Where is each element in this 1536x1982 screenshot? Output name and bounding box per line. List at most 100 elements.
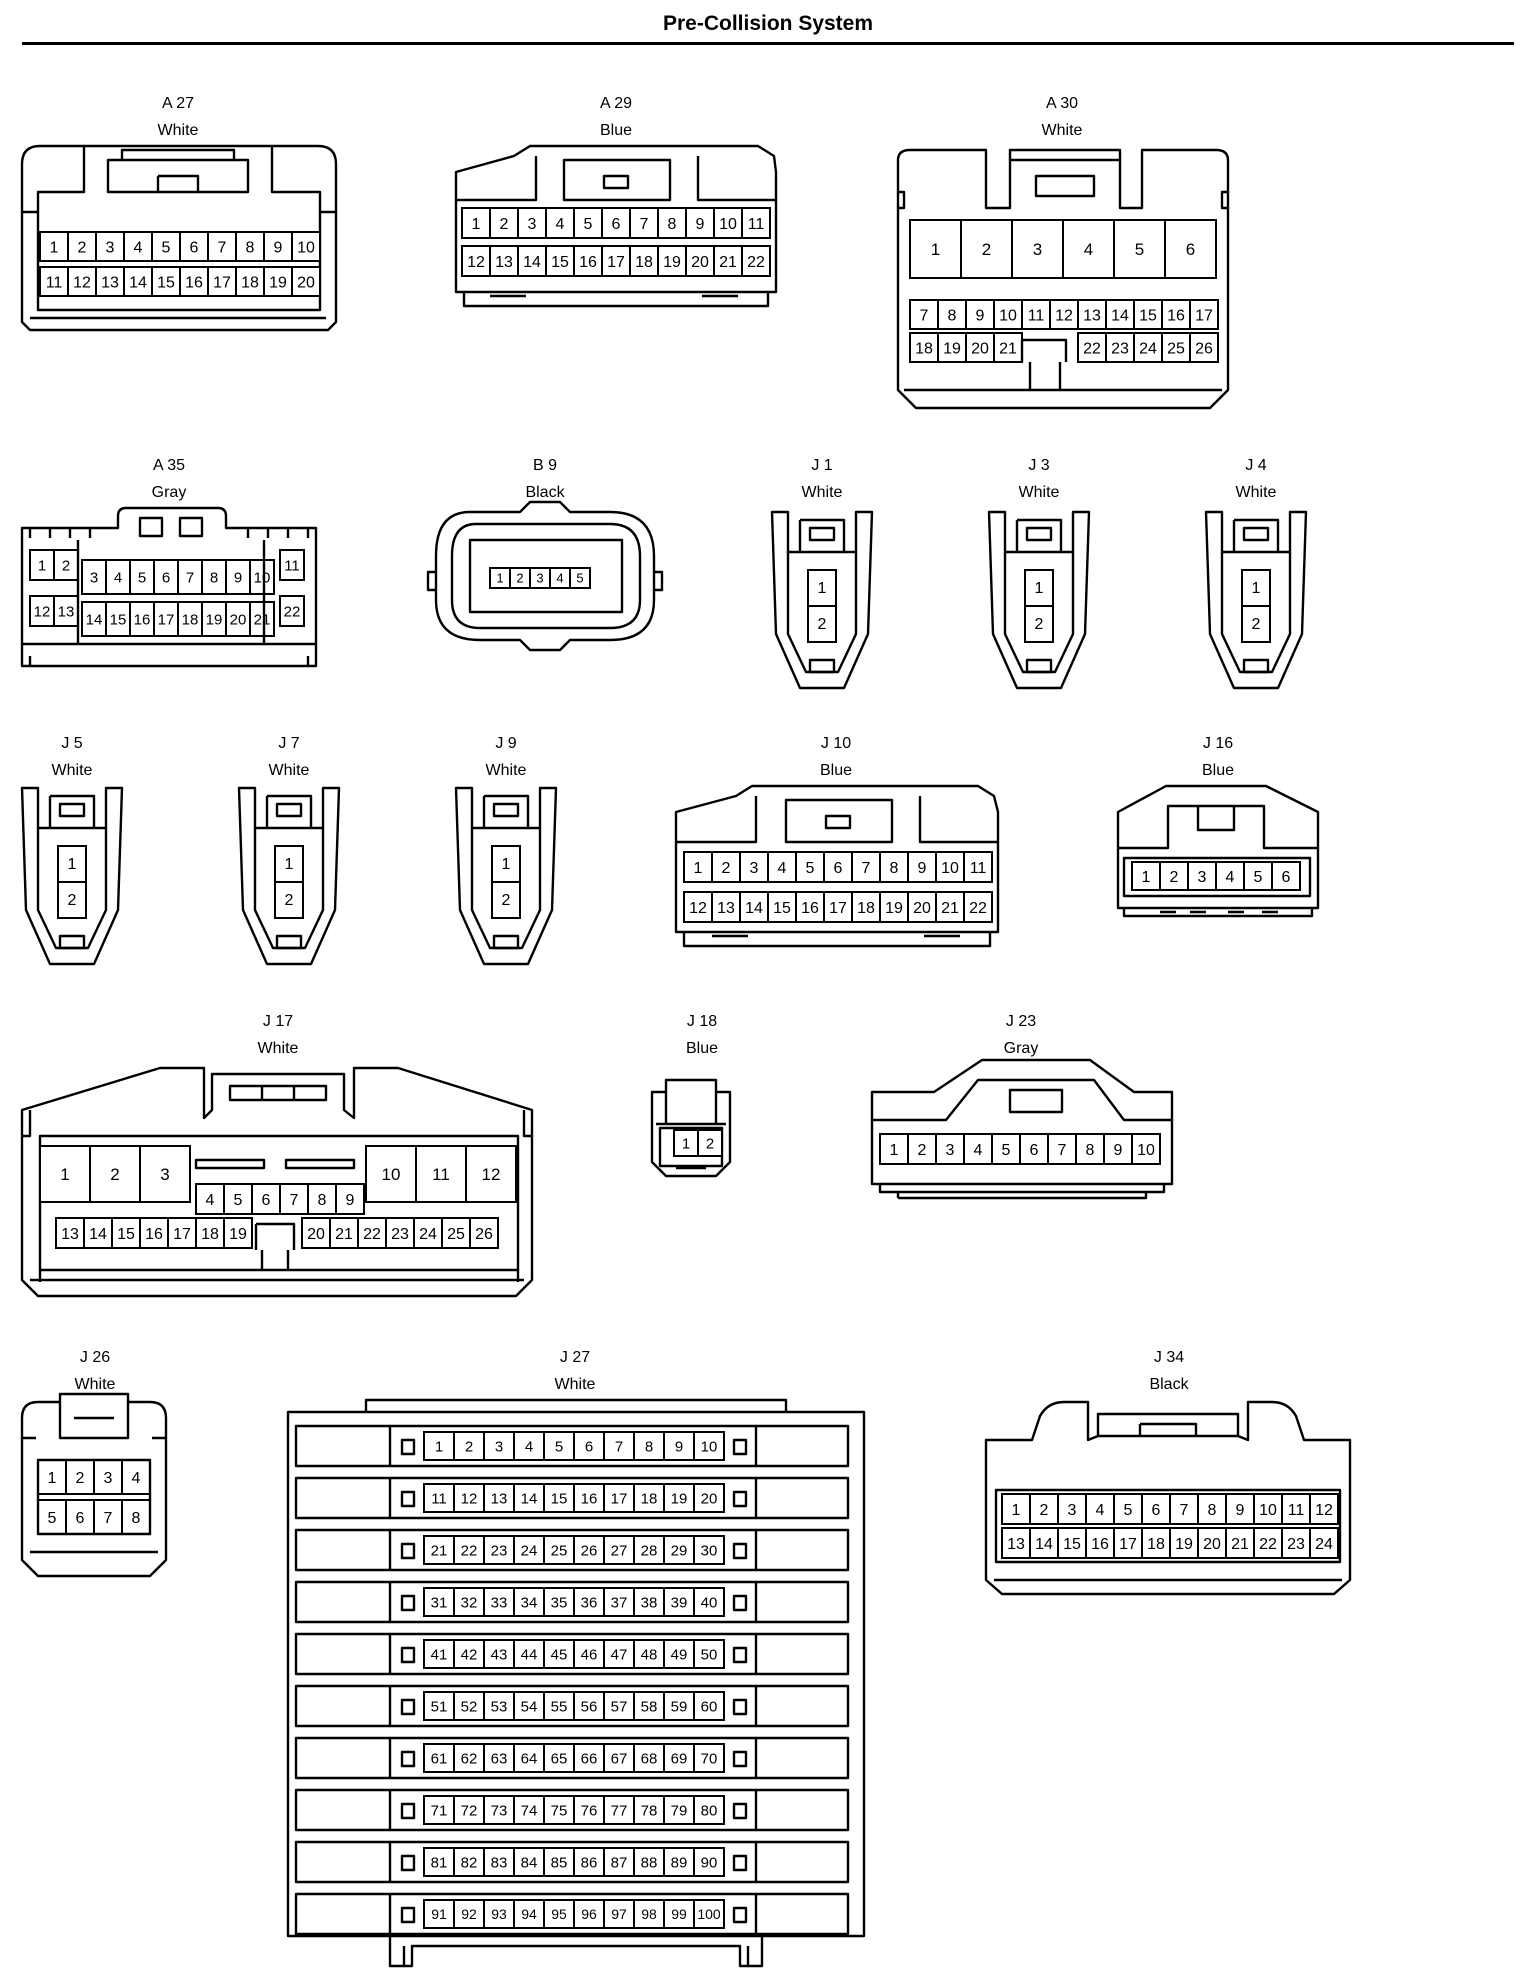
pin-cavity [569,567,591,589]
connector-outline [808,526,836,542]
pin-number: 88 [641,1854,658,1871]
pin-cavity [697,1129,723,1157]
pin-cavity [151,266,181,297]
connector-outline [1204,510,1308,690]
pin-number: 79 [671,1802,688,1819]
connector-outline [294,1580,850,1624]
pin-number: 9 [1236,1502,1245,1519]
pin-cavity [573,1483,605,1513]
pin-number: 14 [1111,307,1129,324]
pin-cavity [963,891,993,923]
pin-cavity [1085,1493,1115,1525]
pin-cavity [543,1847,575,1877]
pin-number: 70 [701,1750,718,1767]
pin-number: 1 [472,216,481,233]
pin-cavity [807,605,837,643]
connector-outline [732,1490,748,1508]
pin-cavity [279,595,305,627]
pin-number: 78 [641,1802,658,1819]
connector-color: White [268,762,310,779]
pin-number: 21 [941,900,959,917]
connector-outline [294,1892,850,1936]
pin-number: 16 [1167,307,1185,324]
pin-cavity [683,851,713,883]
pin-number: 23 [391,1226,409,1243]
connector-id: B 9 [532,457,557,474]
pin-number: 56 [581,1698,598,1715]
pin-cavity [1271,861,1301,891]
pin-cavity [663,1587,695,1617]
connector-outline [22,1110,532,1138]
pin-cavity [249,601,275,637]
pin-number: 22 [1083,340,1101,357]
pin-cavity [663,1691,695,1721]
pin-cavity [513,1431,545,1461]
pin-cavity [223,1217,253,1249]
connector-id: J 3 [1028,457,1050,474]
title-rule [22,42,1514,45]
connector-outline [388,1738,758,1778]
pin-number: 19 [885,900,903,917]
pin-number: 2 [1252,616,1261,633]
pin-number: 19 [1175,1536,1193,1553]
page-title: Pre-Collision System [662,12,874,35]
pin-number: 8 [246,239,255,256]
pin-number: 6 [1030,1142,1039,1159]
pin-number: 13 [61,1226,79,1243]
connector-outline [426,570,664,592]
connector-outline [388,1936,764,1968]
connector-outline [1232,518,1280,552]
pin-cavity [603,1587,635,1617]
pin-cavity [693,1535,725,1565]
pin-cavity [543,1535,575,1565]
connector-outline [28,528,310,538]
pin-number: 22 [461,1542,478,1559]
pin-number: 2 [76,1470,85,1487]
connector-outline [294,1424,850,1468]
pin-number: 6 [76,1510,85,1527]
connector-outline [228,1084,328,1102]
pin-number: 53 [491,1698,508,1715]
pin-number: 15 [773,900,791,917]
pin-number: 1 [50,239,59,256]
pin-cavity [57,881,87,919]
connector-outline [400,1698,416,1716]
pin-number: 17 [829,900,847,917]
pin-number: 2 [918,1142,927,1159]
pin-cavity [1197,1527,1227,1559]
pin-number: 41 [431,1646,448,1663]
connector-j5: 12 [20,786,124,966]
connector-outline [682,932,992,948]
pin-number: 3 [536,571,543,586]
pin-number: 1 [1252,580,1261,597]
pin-cavity [1001,1527,1031,1559]
pin-cavity [1189,332,1219,363]
connector-outline [732,1802,748,1820]
pin-number: 6 [190,239,199,256]
pin-number: 7 [640,216,649,233]
pin-number: 2 [502,892,511,909]
connector-outline [798,518,846,552]
connector-outline [870,1058,1174,1186]
connector-outline [402,1946,750,1966]
pin-number: 63 [491,1750,508,1767]
pin-number: 98 [641,1906,657,1922]
pin-number: 7 [104,1510,113,1527]
connector-outline [462,292,770,308]
pin-number: 19 [269,274,287,291]
pin-cavity [543,1587,575,1617]
pin-cavity [441,1217,471,1249]
pin-cavity [879,851,909,883]
pin-number: 58 [641,1698,658,1715]
pin-number: 22 [969,900,987,917]
pin-cavity [629,207,659,239]
pin-number: 2 [110,1165,119,1184]
pin-number: 1 [60,1165,69,1184]
